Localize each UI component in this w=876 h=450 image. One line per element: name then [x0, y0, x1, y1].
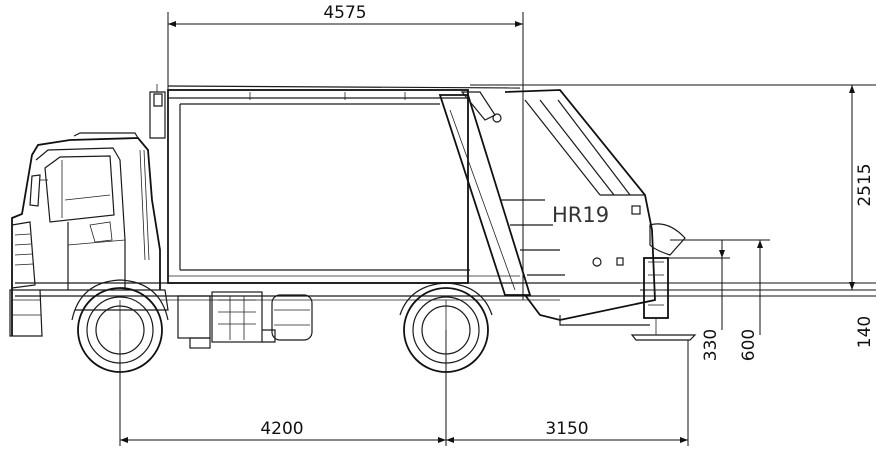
truck-cab — [9, 132, 169, 337]
dim-label-600: 600 — [739, 329, 759, 361]
dimension-wheelbase: 4200 — [119, 330, 447, 446]
dim-label-330: 330 — [701, 329, 721, 361]
dim-label-4575: 4575 — [323, 3, 366, 23]
dim-label-140: 140 — [855, 316, 875, 348]
underbody-equipment — [177, 291, 313, 349]
dim-label-3150: 3150 — [545, 419, 588, 439]
dimension-step-height: 330 — [660, 240, 730, 361]
refuse-body — [149, 84, 565, 296]
dimension-bin-lift: 600 — [670, 239, 770, 361]
dimension-overall-length: 4575 — [167, 3, 524, 300]
model-label: HR19 — [552, 203, 609, 227]
dim-label-4200: 4200 — [260, 419, 303, 439]
dimension-rear-overhang: 3150 — [446, 340, 689, 446]
front-wheel — [71, 279, 169, 373]
dimension-frame-height: 140 — [620, 282, 876, 348]
dim-label-2515: 2515 — [855, 163, 875, 206]
chassis-frame — [15, 282, 640, 301]
tailgate-hopper: HR19 — [504, 89, 697, 341]
dimension-body-height: 2515 — [470, 84, 876, 291]
